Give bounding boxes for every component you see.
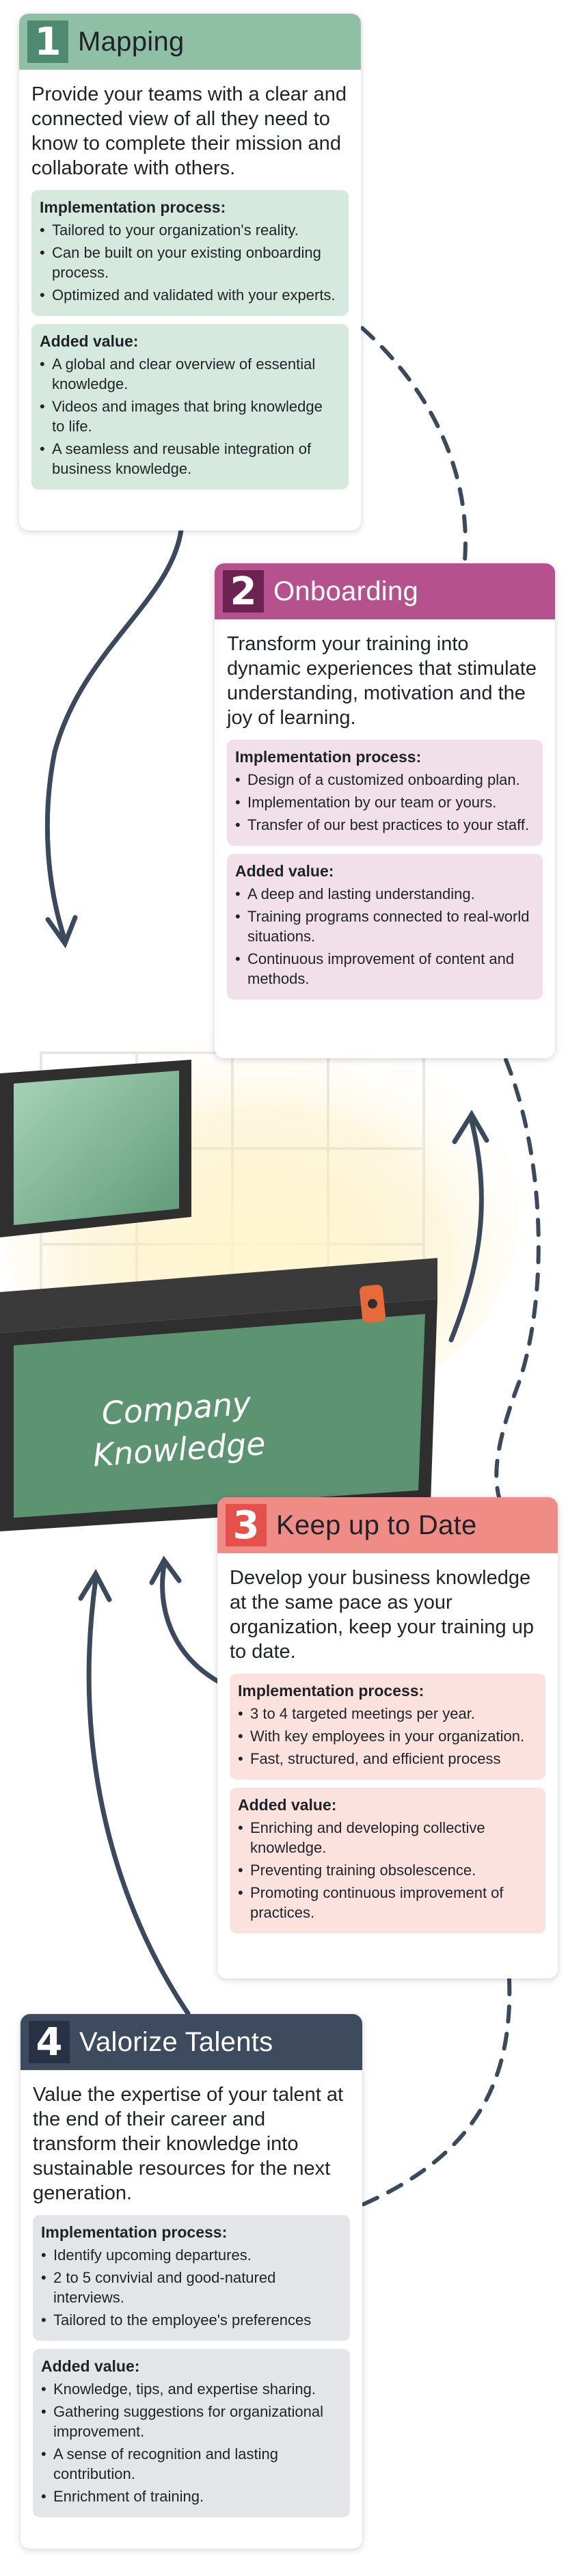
card-keep-up-to-date: 3 Keep up to Date Develop your business …	[217, 1497, 558, 1978]
implementation-list: Tailored to your organization's reality.…	[40, 220, 339, 305]
card-title: Keep up to Date	[276, 1510, 477, 1540]
card-mapping: 1 Mapping Provide your teams with a clea…	[19, 14, 361, 531]
list-item: Preventing training obsolescence.	[238, 1860, 536, 1880]
step-number-badge: 3	[226, 1503, 267, 1548]
implementation-title: Implementation process:	[238, 1682, 424, 1700]
arrowhead-chest-to-onboarding	[452, 1110, 489, 1144]
added-value-title: Added value:	[40, 332, 139, 350]
implementation-title: Implementation process:	[41, 2223, 228, 2241]
list-item: Tailored to your organization's reality.	[40, 220, 339, 240]
implementation-title: Implementation process:	[235, 748, 422, 766]
arrow-keepup-to-chest	[160, 1563, 221, 1685]
list-item: Knowledge, tips, and expertise sharing.	[41, 2379, 340, 2399]
arrowhead-keepup-to-chest	[149, 1555, 182, 1585]
list-item: Fast, structured, and efficient process	[238, 1749, 536, 1769]
list-item: Training programs connected to real-worl…	[235, 907, 533, 946]
card-body: Develop your business knowledge at the s…	[217, 1553, 558, 1944]
step-number-badge: 1	[27, 20, 68, 64]
list-item: Gathering suggestions for organizational…	[41, 2402, 340, 2441]
added-value-title: Added value:	[238, 1796, 337, 1814]
list-item: Enrichment of training.	[41, 2486, 340, 2506]
arrow-mapping-to-chest	[44, 527, 184, 943]
added-value-box: Added value: Knowledge, tips, and expert…	[33, 2349, 350, 2517]
list-item: Videos and images that bring knowledge t…	[40, 397, 339, 436]
card-header: 4 Valorize Talents	[21, 2014, 362, 2070]
knowledge-chest-illustration	[0, 1012, 519, 1531]
card-intro: Value the expertise of your talent at th…	[33, 2084, 344, 2204]
added-value-box: Added value: A deep and lasting understa…	[227, 854, 543, 999]
implementation-list: Design of a customized onboarding plan. …	[235, 770, 533, 835]
implementation-box: Implementation process: Identify upcomin…	[33, 2215, 350, 2341]
added-value-title: Added value:	[41, 2357, 140, 2375]
card-title: Onboarding	[273, 576, 419, 606]
list-item: Implementation by our team or yours.	[235, 792, 533, 812]
card-body: Transform your training into dynamic exp…	[215, 619, 555, 1010]
card-title: Valorize Talents	[79, 2026, 273, 2057]
card-body: Value the expertise of your talent at th…	[21, 2070, 362, 2528]
step-number-badge: 2	[223, 569, 264, 614]
card-intro: Transform your training into dynamic exp…	[227, 633, 537, 729]
dashed-path-3-4	[360, 1977, 512, 2207]
chest-rim	[0, 1258, 437, 1333]
card-intro: Provide your teams with a clear and conn…	[31, 83, 347, 179]
chest-label: Company Knowledge	[66, 1380, 290, 1477]
list-item: A seamless and reusable integration of b…	[40, 439, 339, 479]
list-item: Transfer of our best practices to your s…	[235, 815, 533, 835]
added-value-list: A global and clear overview of essential…	[40, 354, 339, 479]
added-value-box: Added value: Enriching and developing co…	[230, 1788, 545, 1933]
card-header: 3 Keep up to Date	[217, 1497, 558, 1553]
list-item: Identify upcoming departures.	[41, 2245, 340, 2265]
arrow-valorize-to-chest	[86, 1577, 191, 2016]
list-item: Can be built on your existing onboarding…	[40, 243, 339, 282]
implementation-list: 3 to 4 targeted meetings per year. With …	[238, 1704, 536, 1769]
list-item: A global and clear overview of essential…	[40, 354, 339, 394]
implementation-list: Identify upcoming departures. 2 to 5 con…	[41, 2245, 340, 2330]
arrowhead-mapping-to-chest	[45, 915, 78, 949]
implementation-title: Implementation process:	[40, 198, 226, 216]
implementation-box: Implementation process: Design of a cust…	[227, 740, 543, 846]
added-value-box: Added value: A global and clear overview…	[31, 324, 349, 489]
list-item: A sense of recognition and lasting contr…	[41, 2444, 340, 2484]
added-value-list: Knowledge, tips, and expertise sharing. …	[41, 2379, 340, 2506]
card-body: Provide your teams with a clear and conn…	[19, 70, 361, 500]
list-item: Continuous improvement of content and me…	[235, 949, 533, 989]
list-item: A deep and lasting understanding.	[235, 884, 533, 904]
list-item: With key employees in your organization.	[238, 1726, 536, 1746]
list-item: 3 to 4 targeted meetings per year.	[238, 1704, 536, 1723]
arrowhead-valorize-to-chest	[78, 1568, 112, 1602]
list-item: Design of a customized onboarding plan.	[235, 770, 533, 790]
added-value-list: A deep and lasting understanding. Traini…	[235, 884, 533, 989]
card-intro: Develop your business knowledge at the s…	[230, 1567, 534, 1663]
card-header: 2 Onboarding	[215, 563, 555, 619]
added-value-list: Enriching and developing collective know…	[238, 1818, 536, 1922]
card-valorize-talents: 4 Valorize Talents Value the expertise o…	[21, 2014, 362, 2549]
list-item: 2 to 5 convivial and good-natured interv…	[41, 2268, 340, 2307]
list-item: Enriching and developing collective know…	[238, 1818, 536, 1857]
arrow-chest-to-onboarding	[448, 1118, 484, 1343]
implementation-box: Implementation process: 3 to 4 targeted …	[230, 1674, 545, 1780]
step-number-badge: 4	[29, 2020, 70, 2065]
list-item: Tailored to the employee's preferences	[41, 2310, 340, 2330]
dashed-path-1-2	[360, 326, 468, 563]
list-item: Optimized and validated with your expert…	[40, 285, 339, 305]
added-value-title: Added value:	[235, 862, 334, 880]
list-item: Promoting continuous improvement of prac…	[238, 1883, 536, 1922]
dashed-path-2-3	[494, 1058, 541, 1499]
card-onboarding: 2 Onboarding Transform your training int…	[215, 563, 555, 1058]
implementation-box: Implementation process: Tailored to your…	[31, 190, 349, 316]
card-title: Mapping	[78, 26, 185, 57]
card-header: 1 Mapping	[19, 14, 361, 70]
